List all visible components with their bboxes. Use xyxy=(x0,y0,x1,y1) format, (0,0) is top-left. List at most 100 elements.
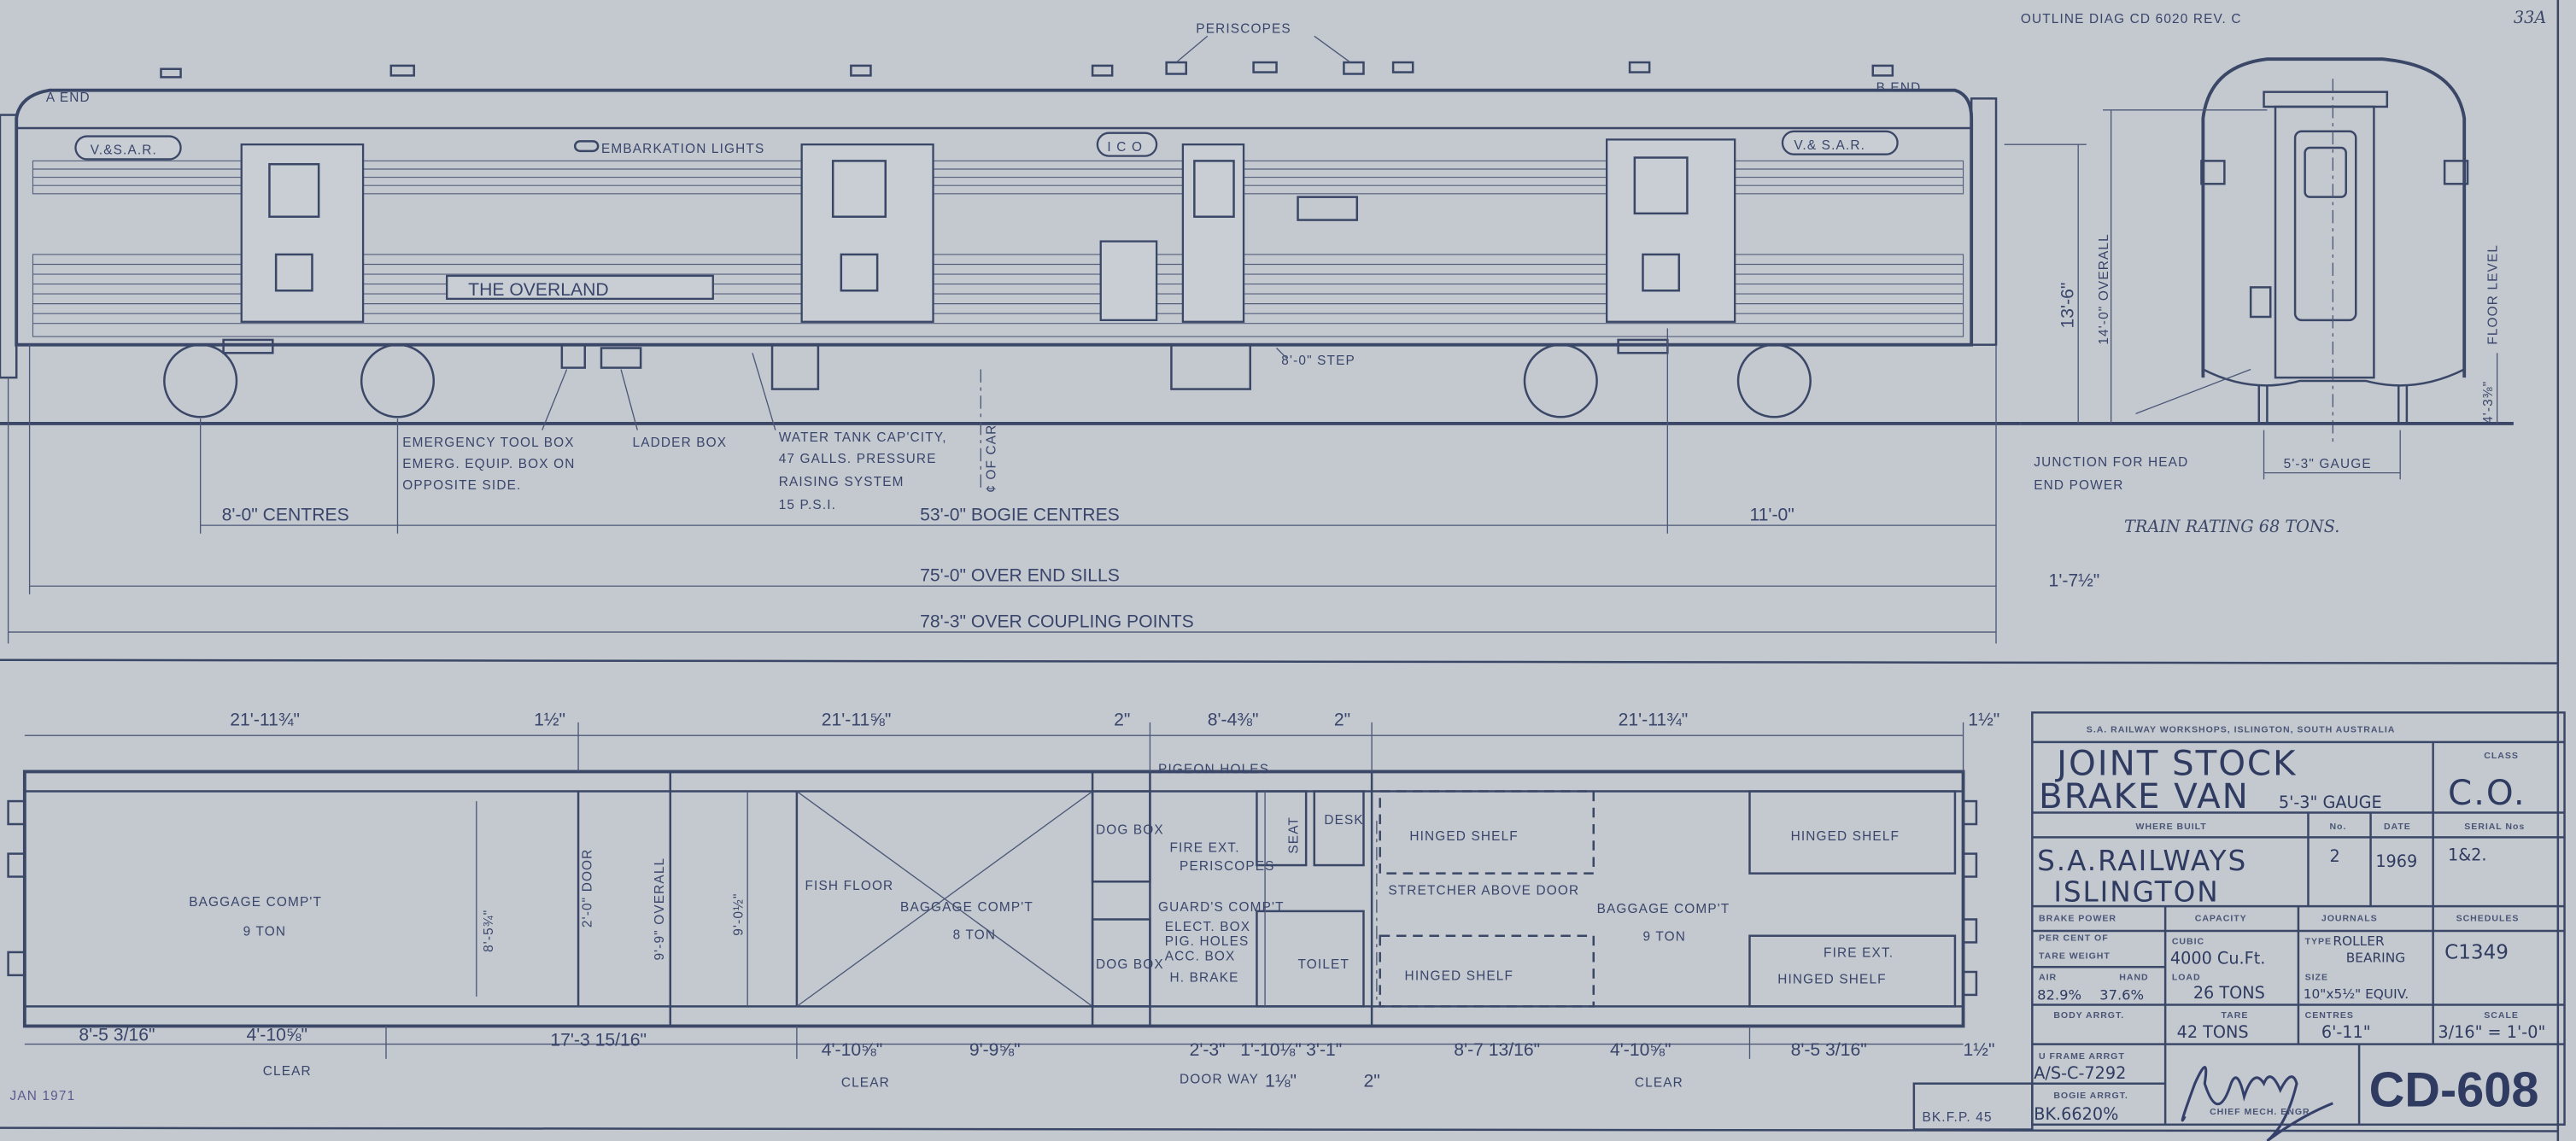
small-door xyxy=(1099,240,1158,322)
end-height-overall: 14'-0" OVERALL xyxy=(2097,233,2111,344)
width-overall-dim: 9'-9" OVERALL xyxy=(653,857,667,961)
step-label: 8'-0" STEP xyxy=(1281,354,1355,368)
plan-top-dim-2: 1½" xyxy=(534,711,565,730)
plan-bottom-dim-8: 3'-1" xyxy=(1306,1040,1342,1060)
centre-line-label: ¢ OF CAR xyxy=(985,424,999,493)
water-tank-note-2: 47 GALLS. PRESSURE xyxy=(779,452,937,466)
dim-centres: 8'-0" CENTRES xyxy=(222,505,349,524)
name-board xyxy=(446,274,714,301)
guard-item-h-brake: H. BRAKE xyxy=(1170,971,1239,986)
plan-partitions xyxy=(7,771,1978,1027)
tb-hand-value: 37.6% xyxy=(2099,987,2144,1003)
guard-item-elect-box: ELECT. BOX xyxy=(1165,920,1250,934)
tb-size-value: 10"x5½" EQUIV. xyxy=(2304,986,2409,1002)
tb-journals-label: JOURNALS xyxy=(2321,913,2378,923)
plan-bottom-dim-7: 1'-10⅛" xyxy=(1240,1040,1302,1060)
tb-where-built-2: ISLINGTON xyxy=(2053,875,2219,908)
clear-label-3: CLEAR xyxy=(1635,1076,1683,1091)
tb-title-line2: BRAKE VAN xyxy=(2039,776,2250,816)
plan-top-dim-1: 21'-11¾" xyxy=(230,711,300,730)
b-end-label: B END xyxy=(1876,81,1922,96)
end-height-body: 13'-6" xyxy=(2058,283,2077,329)
comp-a-load: 9 TON xyxy=(243,925,287,939)
tb-type-value-1: ROLLER xyxy=(2333,933,2385,949)
fire-ext-label: FIRE EXT. xyxy=(1170,841,1240,856)
floor-level-label: FLOOR LEVEL xyxy=(2486,244,2501,345)
door-a xyxy=(240,143,365,323)
plan-bottom-dim-1: 8'-5 3/16" xyxy=(79,1026,155,1045)
underframe-equipment xyxy=(560,343,1252,390)
plan-top-dim-6: 2" xyxy=(1334,711,1350,730)
train-rating: TRAIN RATING 68 TONS. xyxy=(2124,517,2339,536)
guards-comp-label: GUARD'S COMP'T xyxy=(1158,900,1285,915)
a-end-label: A END xyxy=(46,91,91,105)
dog-box-label-top: DOG BOX xyxy=(1096,823,1164,838)
wheel xyxy=(163,343,238,418)
badge-right-text: V.& S.A.R. xyxy=(1794,138,1865,153)
comp-b-name: BAGGAGE COMP'T xyxy=(900,900,1033,915)
tb-where-built-1: S.A.RAILWAYS xyxy=(2037,845,2247,877)
seat-label: SEAT xyxy=(1287,816,1302,854)
door-b xyxy=(800,143,934,323)
dim-bogie-centres: 53'-0" BOGIE CENTRES xyxy=(920,505,1120,524)
plan-view xyxy=(7,722,1978,1059)
signature xyxy=(2181,1065,2333,1141)
plan-top-dim-7: 21'-11¾" xyxy=(1619,711,1689,730)
tb-hand-label: HAND xyxy=(2119,973,2148,983)
badge-left-text: V.&S.A.R. xyxy=(91,143,157,158)
door-width-dim: 8'-5¾" xyxy=(482,910,496,952)
outline-reference: OUTLINE DIAG CD 6020 REV. C xyxy=(2021,12,2242,26)
plan-bottom-dim-6: 2'-3" xyxy=(1190,1040,1226,1060)
tb-load-label: LOAD xyxy=(2172,973,2201,983)
name-board-text: THE OVERLAND xyxy=(468,280,609,300)
small-door-dim: 2'-0" DOOR xyxy=(580,849,594,928)
badge-left xyxy=(74,135,182,161)
periscopes-label: PERISCOPES xyxy=(1196,21,1291,36)
tb-schedules-label: SCHEDULES xyxy=(2456,913,2520,923)
drawing-number: CD-608 xyxy=(2369,1063,2539,1118)
tb-type-label: TYPE xyxy=(2305,936,2332,946)
desk-label: DESK xyxy=(1324,813,1363,828)
clear-label-2: CLEAR xyxy=(841,1076,890,1091)
comp-a-name: BAGGAGE COMP'T xyxy=(189,895,322,910)
ladder-box-label: LADDER BOX xyxy=(633,436,728,450)
ref-code: BK.F.P. 45 xyxy=(1922,1110,1992,1125)
dim-coupler: 1'-7½" xyxy=(2049,570,2100,590)
fish-floor-label: FISH FLOOR xyxy=(805,879,894,893)
clear-label-1: CLEAR xyxy=(263,1064,312,1079)
hinged-shelf-1: HINGED SHELF xyxy=(1409,829,1519,844)
toilet-label: TOILET xyxy=(1298,957,1349,972)
tb-brake-label-3: TARE WEIGHT xyxy=(2039,951,2111,962)
plan-top-dim-8: 1½" xyxy=(1968,711,1999,730)
tb-scale-label: SCALE xyxy=(2484,1010,2519,1021)
dimension-lines xyxy=(7,328,1997,644)
tb-no-value: 2 xyxy=(2329,846,2339,866)
tool-box-note-2: EMERG. EQUIP. BOX ON xyxy=(402,457,575,471)
plan-top-dim-3: 21'-11⅝" xyxy=(822,711,892,730)
plan-top-dim-4: 2" xyxy=(1114,711,1130,730)
hinged-shelf-4: HINGED SHELF xyxy=(1777,972,1887,986)
tb-load-value: 26 TONS xyxy=(2193,983,2265,1003)
sheet-number: 33A xyxy=(2514,8,2546,27)
tb-type-value-2: BEARING xyxy=(2346,950,2405,965)
plan-top-dim-5: 8'-4⅜" xyxy=(1208,711,1259,730)
comp-c-load: 9 TON xyxy=(1642,929,1686,944)
gauge-dim: 5'-3" GAUGE xyxy=(2284,457,2372,471)
pigeon-holes-label: PIGEON HOLES xyxy=(1158,762,1269,776)
tb-uframe-label: U FRAME ARRGT xyxy=(2039,1051,2125,1062)
dim-end-sills: 75'-0" OVER END SILLS xyxy=(920,566,1120,586)
guard-item-pig-holes: PIG. HOLES xyxy=(1165,934,1250,949)
dog-box-label-bottom: DOG BOX xyxy=(1096,957,1164,972)
comp-c-name: BAGGAGE COMP'T xyxy=(1597,902,1730,916)
tool-box-note-1: EMERGENCY TOOL BOX xyxy=(402,436,574,450)
wheel xyxy=(1736,343,1812,418)
tb-title-line1: JOINT STOCK xyxy=(2054,743,2297,783)
tb-class-value: C.O. xyxy=(2448,773,2526,813)
tb-tare-value: 42 TONS xyxy=(2177,1022,2249,1042)
plan-dimension-lines xyxy=(24,722,1964,1059)
tool-box-note-3: OPPOSITE SIDE. xyxy=(402,478,521,493)
tb-body-label: BODY ARRGT. xyxy=(2053,1010,2124,1021)
